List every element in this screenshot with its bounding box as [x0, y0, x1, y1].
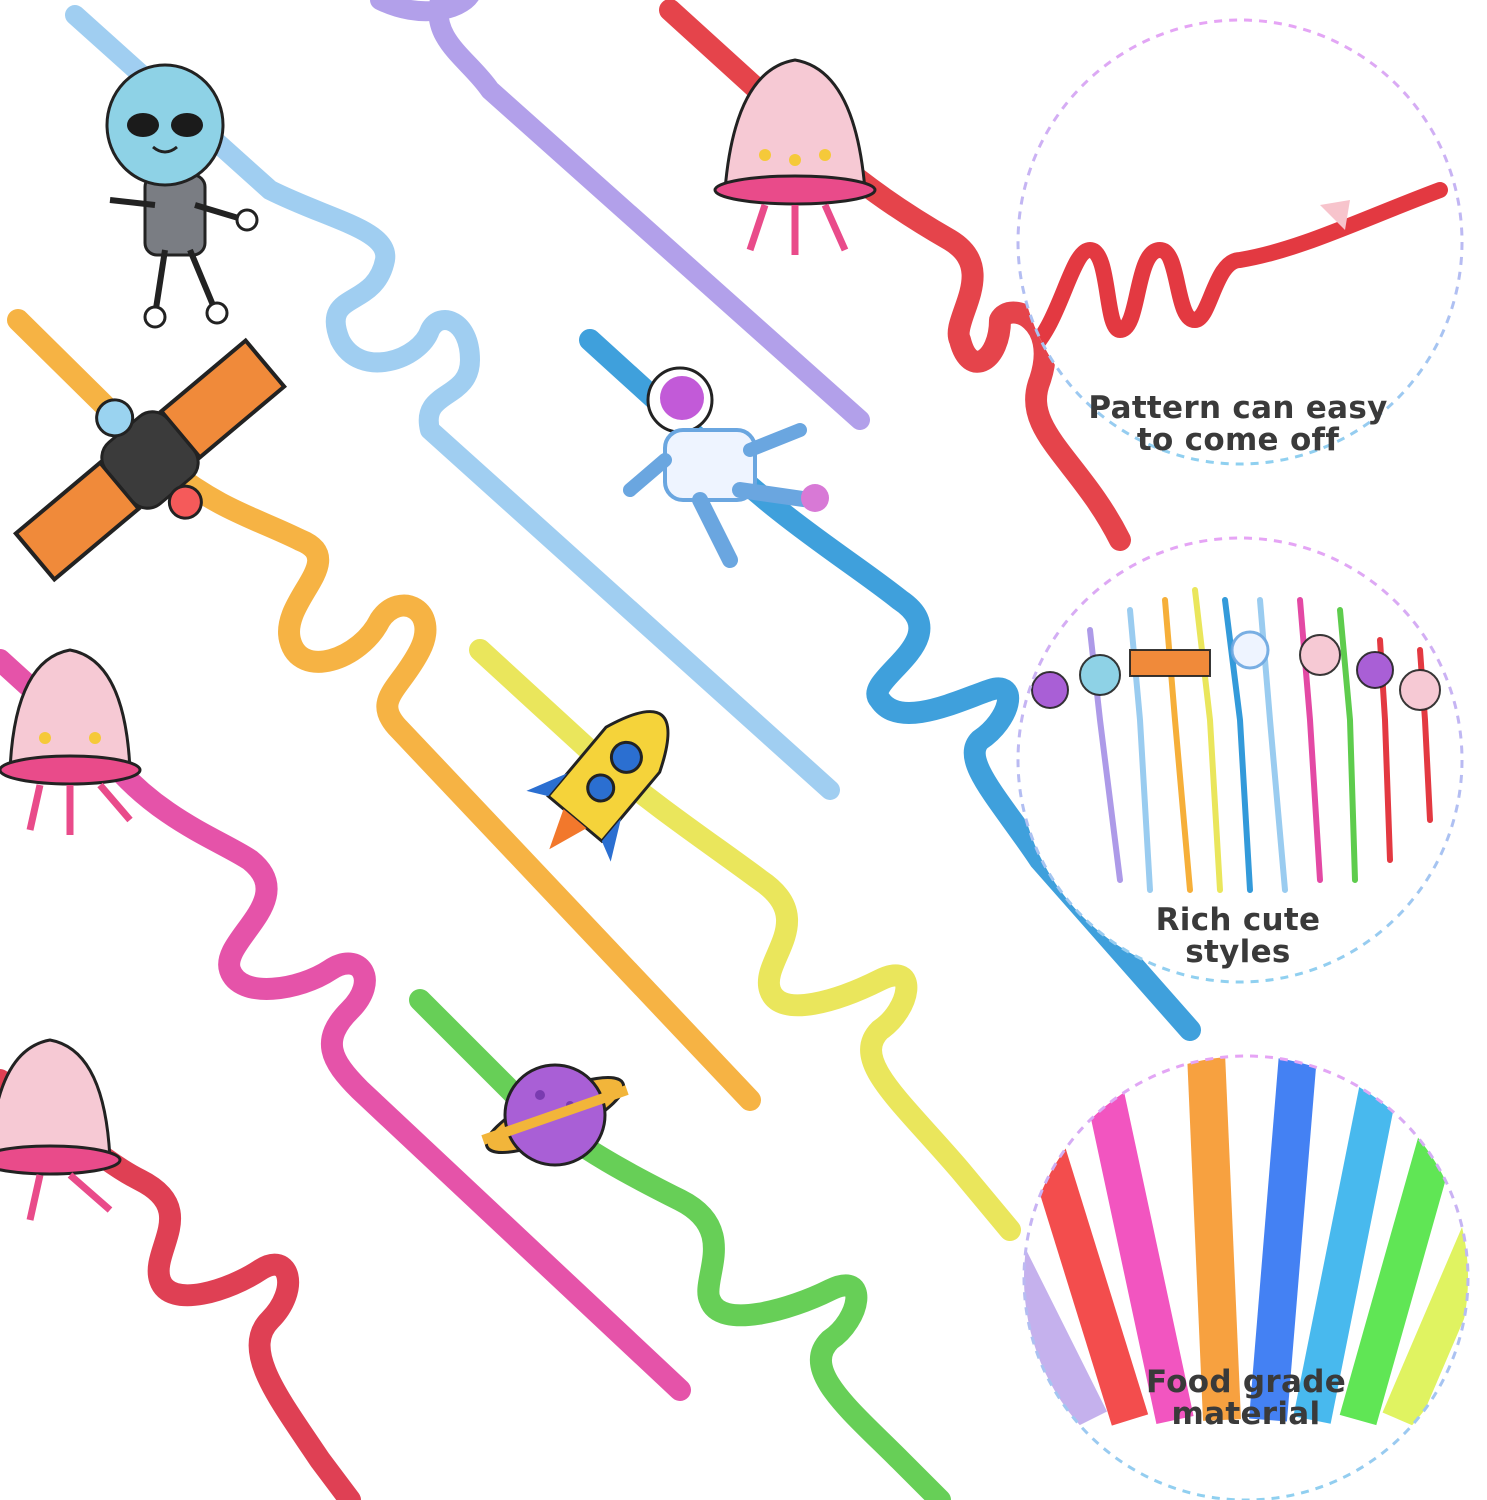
callout-circle-pattern — [1016, 18, 1464, 466]
callout-circle-styles — [1016, 536, 1464, 984]
straw-green — [409, 989, 951, 1500]
straw-pink — [0, 649, 691, 1401]
straw-red-top — [659, 0, 1131, 551]
callout-label-line: material — [1171, 1396, 1321, 1432]
callout-label-line: styles — [1185, 934, 1291, 970]
rocket-icon — [526, 710, 670, 862]
ufo-icon — [0, 648, 142, 835]
callout-label-line: Food grade — [1145, 1364, 1347, 1400]
straw-yellow — [469, 639, 1021, 1241]
satellite-icon — [12, 337, 288, 583]
callout-label-material: Food grade material — [1076, 1366, 1416, 1430]
straw-orange — [7, 309, 761, 1111]
ufo-icon — [713, 58, 877, 255]
callout-label-pattern: Pattern can easy to come off — [1068, 392, 1408, 456]
callout-label-line: Pattern can easy — [1088, 390, 1388, 426]
straw-light-blue — [65, 5, 840, 800]
callout-circle-material — [1022, 1054, 1470, 1500]
callout-label-line: to come off — [1136, 422, 1340, 458]
callout-label-line: Rich cute — [1155, 902, 1321, 938]
straw-blue — [579, 329, 1201, 1041]
straw-red-bottom — [0, 1069, 361, 1500]
astronaut-icon — [623, 366, 829, 568]
alien-icon — [105, 63, 259, 329]
planet-icon — [481, 1063, 629, 1167]
callout-label-styles: Rich cute styles — [1068, 904, 1408, 968]
ufo-icon — [0, 1038, 122, 1221]
straws — [0, 0, 1201, 1500]
straw-purple — [370, 0, 870, 430]
